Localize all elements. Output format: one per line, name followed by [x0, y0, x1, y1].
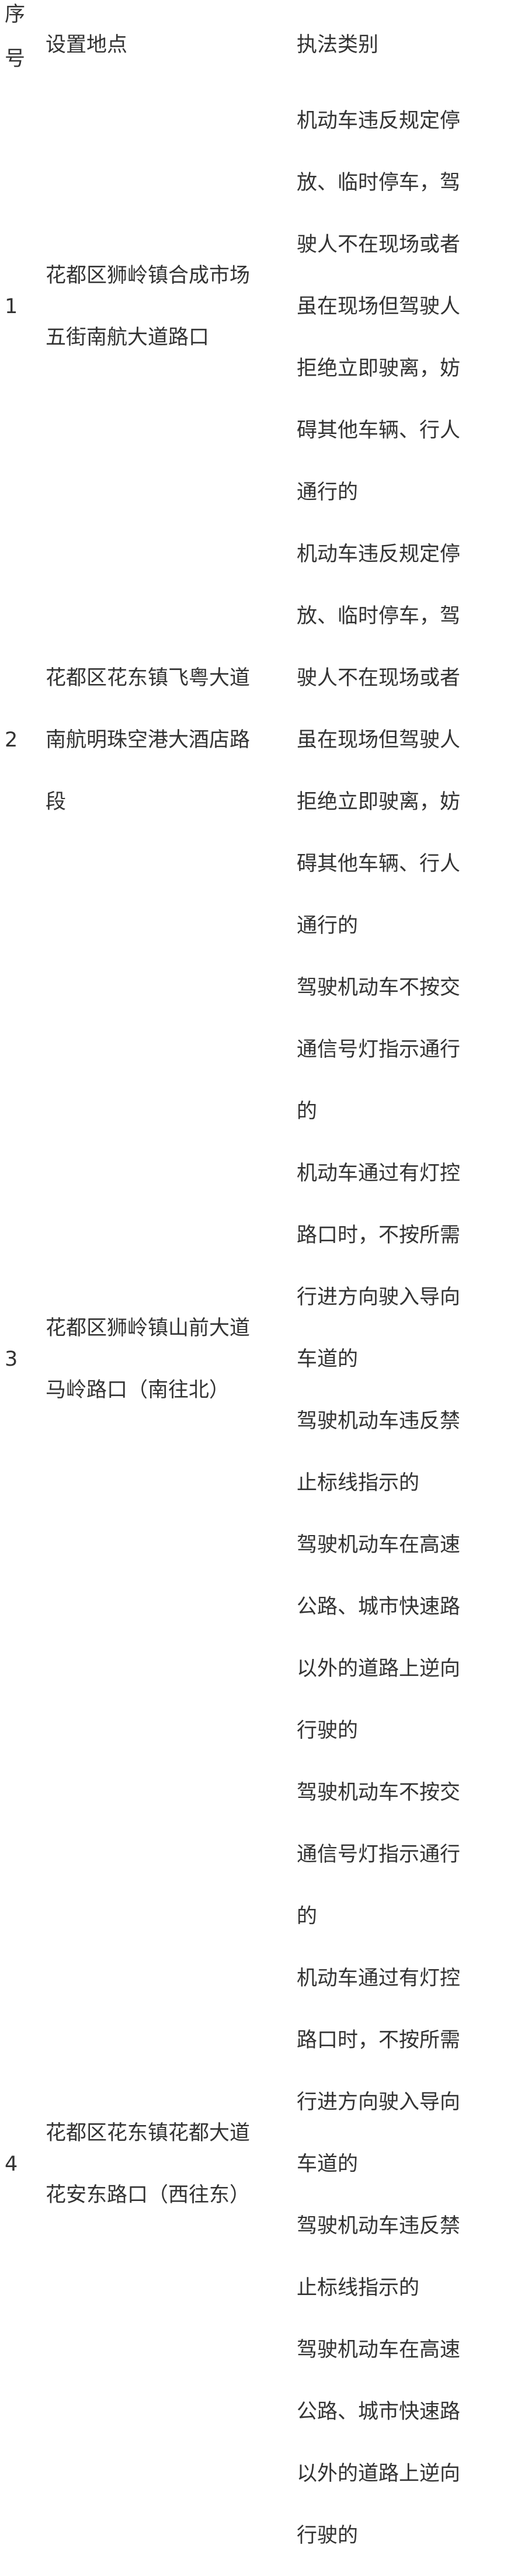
row-seq: 2 — [5, 728, 18, 752]
category-line: 拒绝立即驶离，妨 — [297, 357, 461, 380]
category-line: 碍其他车辆、行人 — [297, 419, 461, 442]
category-line: 驾驶机动车违反禁 — [297, 2214, 461, 2238]
category-line: 机动车违反规定停 — [297, 543, 461, 566]
row-seq: 4 — [5, 2153, 18, 2176]
category-line: 驾驶机动车在高速 — [297, 2338, 461, 2362]
category-line: 机动车通过有灯控 — [297, 1162, 461, 1185]
category-line: 的 — [297, 1100, 318, 1123]
category-line: 通行的 — [297, 481, 359, 504]
category-line: 拒绝立即驶离，妨 — [297, 790, 461, 814]
location-line: 马岭路口（南往北） — [46, 1379, 230, 1402]
location-line: 南航明珠空港大酒店路 — [46, 728, 251, 752]
category-line: 公路、城市快速路 — [297, 2400, 461, 2424]
category-line: 驾驶机动车不按交 — [297, 1781, 461, 1804]
row-location: 花都区狮岭镇合成市场 五街南航大道路口 — [46, 245, 297, 369]
category-line: 驶人不在现场或者 — [297, 666, 461, 690]
category-line: 公路、城市快速路 — [297, 1595, 461, 1619]
category-line: 行驶的 — [297, 2524, 359, 2547]
location-line: 段 — [46, 790, 67, 814]
row-location: 花都区花东镇花都大道 花安东路口（西往东） — [46, 2102, 297, 2226]
category-line: 的 — [297, 1905, 318, 1928]
table-row: 2 花都区花东镇飞粤大道 南航明珠空港大酒店路 段 机动车违反规定停 放、临时停… — [0, 523, 511, 957]
category-line: 碍其他车辆、行人 — [297, 852, 461, 876]
header-location: 设置地点 — [46, 33, 128, 57]
category-line: 车道的 — [297, 1348, 359, 1371]
category-line: 驾驶机动车不按交 — [297, 976, 461, 999]
header-seq: 序 号 — [0, 0, 46, 90]
category-line: 通信号灯指示通行 — [297, 1843, 461, 1866]
table-row: 1 花都区狮岭镇合成市场 五街南航大道路口 机动车违反规定停 放、临时停车，驾 … — [0, 90, 511, 523]
location-line: 花都区狮岭镇合成市场 — [46, 264, 251, 287]
header-seq-line-1: 序 — [5, 3, 26, 26]
row-category: 机动车违反规定停 放、临时停车，驾 驶人不在现场或者 虽在现场但驾驶人 拒绝立即… — [297, 523, 511, 957]
row-location: 花都区花东镇飞粤大道 南航明珠空港大酒店路 段 — [46, 647, 297, 833]
table-row: 4 花都区花东镇花都大道 花安东路口（西往东） 驾驶机动车不按交 通信号灯指示通… — [0, 1762, 511, 2567]
category-line: 通信号灯指示通行 — [297, 1038, 461, 1061]
category-line: 车道的 — [297, 2153, 359, 2176]
category-line: 行进方向驶入导向 — [297, 2091, 461, 2114]
category-line: 路口时，不按所需 — [297, 2029, 461, 2052]
row-category: 机动车违反规定停 放、临时停车，驾 驶人不在现场或者 虽在现场但驾驶人 拒绝立即… — [297, 90, 511, 523]
category-line: 虽在现场但驾驶人 — [297, 295, 461, 318]
location-line: 五街南航大道路口 — [46, 326, 210, 349]
category-line: 行进方向驶入导向 — [297, 1286, 461, 1309]
row-category: 驾驶机动车不按交 通信号灯指示通行 的 机动车通过有灯控 路口时，不按所需 行进… — [297, 957, 511, 1762]
category-line: 机动车违反规定停 — [297, 109, 461, 133]
header-seq-line-2: 号 — [5, 47, 26, 71]
row-seq: 3 — [5, 1348, 18, 1371]
row-category: 驾驶机动车不按交 通信号灯指示通行 的 机动车通过有灯控 路口时，不按所需 行进… — [297, 1762, 511, 2567]
category-line: 放、临时停车，驾 — [297, 171, 461, 195]
location-line: 花安东路口（西往东） — [46, 2183, 251, 2207]
location-line: 花都区花东镇飞粤大道 — [46, 666, 251, 690]
category-line: 驾驶机动车违反禁 — [297, 1409, 461, 1433]
table-row: 3 花都区狮岭镇山前大道 马岭路口（南往北） 驾驶机动车不按交 通信号灯指示通行… — [0, 957, 511, 1762]
category-line: 止标线指示的 — [297, 2276, 420, 2300]
category-line: 机动车通过有灯控 — [297, 1967, 461, 1990]
category-line: 以外的道路上逆向 — [297, 2462, 461, 2485]
row-location: 花都区狮岭镇山前大道 马岭路口（南往北） — [46, 1297, 297, 1421]
location-line: 花都区花东镇花都大道 — [46, 2122, 251, 2145]
category-line: 驾驶机动车在高速 — [297, 1533, 461, 1557]
row-seq: 1 — [5, 295, 18, 318]
category-line: 虽在现场但驾驶人 — [297, 728, 461, 752]
header-category: 执法类别 — [297, 33, 379, 57]
category-line: 止标线指示的 — [297, 1471, 420, 1495]
category-line: 路口时，不按所需 — [297, 1224, 461, 1247]
category-line: 驶人不在现场或者 — [297, 233, 461, 256]
category-line: 通行的 — [297, 914, 359, 938]
category-line: 放、临时停车，驾 — [297, 605, 461, 628]
location-line: 花都区狮岭镇山前大道 — [46, 1317, 251, 1340]
category-line: 以外的道路上逆向 — [297, 1657, 461, 1681]
category-line: 行驶的 — [297, 1719, 359, 1742]
table-header: 序 号 设置地点 执法类别 — [0, 0, 511, 90]
